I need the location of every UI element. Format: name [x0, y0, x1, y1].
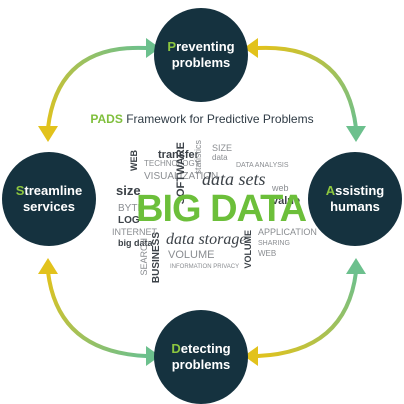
- node-line-1-rest: ssisting: [335, 183, 385, 198]
- cloud-word: VISUALIZATION: [144, 171, 219, 182]
- cloud-word: VOLUME: [168, 249, 215, 261]
- cloud-word: SEARCH: [139, 238, 149, 276]
- arrow-bottom-left: [38, 258, 160, 366]
- cloud-word: size: [116, 183, 141, 198]
- cloud-word: WEB: [258, 249, 277, 258]
- cloud-word: big data: [118, 238, 153, 248]
- cloud-word: INTERNET: [112, 227, 157, 237]
- node-initial: D: [171, 341, 181, 356]
- cloud-word: data: [212, 153, 228, 162]
- node-line-1-rest: etecting: [180, 341, 231, 356]
- node-line-2: problems: [171, 55, 231, 70]
- cloud-word: transfer: [158, 149, 199, 161]
- cloud-word: VOLUME: [243, 230, 253, 269]
- cloud-word: INFORMATION PRIVACY: [170, 264, 240, 270]
- cloud-word: value: [272, 195, 301, 207]
- cloud-word: SHARING: [258, 240, 290, 247]
- node-initial: P: [167, 39, 177, 54]
- node-detecting-problems: Detecting problems: [154, 310, 248, 404]
- node-assisting-humans: Assisting humans: [308, 152, 402, 246]
- cloud-word: TECHNOLOGY: [144, 159, 201, 168]
- cloud-word: data storage: [166, 231, 247, 248]
- node-preventing-problems: Preventing problems: [154, 8, 248, 102]
- cloud-word: DATA ANALYSIS: [236, 162, 289, 169]
- cloud-word: data sets: [202, 169, 266, 189]
- cloud-word: BYTE: [118, 203, 145, 214]
- cloud-word: SIZE: [212, 143, 233, 153]
- node-line-1-rest: reventing: [176, 39, 235, 54]
- node-line-1: Detecting: [171, 341, 230, 357]
- node-initial: S: [15, 183, 25, 198]
- arrow-top-right: [244, 38, 366, 142]
- cloud-word: WEB: [129, 150, 139, 171]
- cloud-word: BUSINESS: [151, 232, 162, 284]
- cloud-word: web: [272, 183, 289, 193]
- node-line-2: problems: [171, 357, 231, 372]
- node-line-2: services: [22, 199, 76, 214]
- node-streamline-services: Streamline services: [2, 152, 96, 246]
- arrow-top-left: [38, 38, 160, 142]
- node-line-1: Streamline: [16, 183, 82, 199]
- diagram-title: PADS Framework for Predictive Problems: [0, 112, 404, 126]
- node-line-2: humans: [330, 199, 380, 214]
- arrow-bottom-right: [244, 258, 366, 366]
- cloud-word: LOG: [118, 215, 140, 226]
- cloud-word: APPLICATION: [258, 227, 317, 237]
- title-accent: PADS: [90, 112, 123, 126]
- big-data-headline: BIG DATA: [136, 188, 307, 230]
- node-initial: A: [325, 183, 336, 198]
- node-line-1-rest: treamline: [24, 183, 83, 198]
- node-line-1: Preventing: [167, 39, 234, 55]
- title-rest: Framework for Predictive Problems: [126, 112, 314, 126]
- node-line-1: Assisting: [326, 183, 385, 199]
